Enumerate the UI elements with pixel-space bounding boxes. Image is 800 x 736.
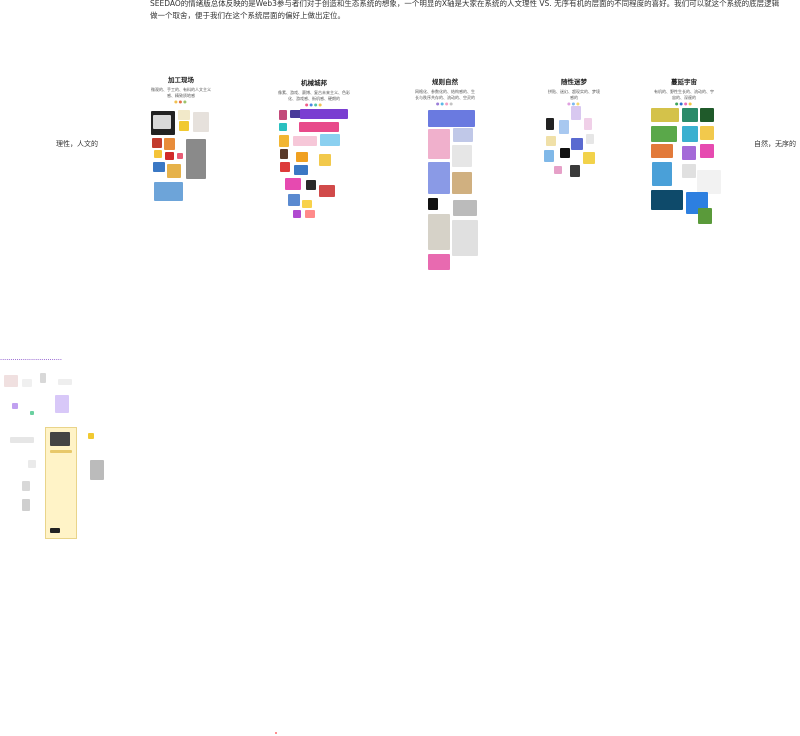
column-title: 随性迷梦 (561, 78, 587, 86)
moodboard-column-rule-nature[interactable]: 规则自然 网格化、参数化的、结构感的、生长与秩序共存的、流动的、空灵的 ●●●● (414, 76, 476, 106)
palette-dot: ● (675, 101, 680, 106)
column-title: 机械城邦 (301, 79, 327, 87)
palette-dots: ●●●● (274, 102, 354, 107)
palette-dot: ● (684, 101, 689, 106)
column-description: 网格化、参数化的、结构感的、生长与秩序共存的、流动的、空灵的 (415, 89, 475, 100)
palette-dot: ● (571, 101, 577, 106)
palette-dot: ● (305, 102, 310, 107)
column-title: 规则自然 (432, 78, 458, 86)
moodboard-column-sprawling-universe[interactable]: 蔓延宇宙 有机的、野性生长的、流动的、宇宙的、深邃的 ●●●● (652, 76, 716, 106)
palette-dot: ● (436, 101, 441, 106)
column-description: 像素、游戏、赛博、复古未来主义、色彩化、游戏感、街机感、硬朗的 (278, 90, 350, 101)
intro-text: SEEDAO的情绪版总体反映的是Web3参与者们对于创造和生态系统的想象，一个明… (150, 0, 780, 20)
column-title: 蔓延宇宙 (671, 78, 697, 86)
moodboard-column-crafted[interactable]: 加工现场 微观的、手工的、有料的人文主义感、精致质地感 ●●● (148, 74, 214, 104)
column-description: 微观的、手工的、有料的人文主义感、精致质地感 (151, 87, 211, 98)
palette-dot: ● (576, 101, 581, 106)
column-title: 加工现场 (168, 76, 194, 84)
palette-dot: ● (314, 102, 319, 107)
palette-dot: ● (440, 101, 445, 106)
axis-left-label: 理性，人文的 (56, 140, 98, 148)
palette-dots: ●●● (148, 99, 214, 104)
moodboard-column-mech-city[interactable]: 机械城邦 像素、游戏、赛博、复古未来主义、色彩化、游戏感、街机感、硬朗的 ●●●… (274, 77, 354, 107)
palette-dot: ● (679, 101, 684, 106)
palette-dot: ● (309, 102, 314, 107)
mini-board-link[interactable]: •••••••••••••••••••••••••••••• (0, 358, 62, 362)
palette-dot: ● (567, 101, 572, 106)
mini-board (0, 365, 110, 540)
moodboard-column-dreamy[interactable]: 随性迷梦 拼贴、迷幻、超现实的、梦境感的 ●●● (546, 76, 602, 106)
mini-highlight-panel (45, 427, 77, 539)
palette-dot: ● (445, 101, 450, 106)
palette-dot: ● (449, 101, 454, 106)
column-description: 拼贴、迷幻、超现实的、梦境感的 (548, 89, 600, 100)
palette-dot: ● (174, 99, 179, 104)
cursor-dot (275, 732, 277, 734)
axis-right-label: 自然，无序的 (754, 140, 796, 148)
palette-dot: ● (318, 102, 323, 107)
palette-dots: ●●●● (652, 101, 716, 106)
palette-dots: ●●● (546, 101, 602, 106)
palette-dot: ● (183, 99, 188, 104)
palette-dot: ● (178, 99, 184, 104)
column-description: 有机的、野性生长的、流动的、宇宙的、深邃的 (654, 89, 714, 100)
palette-dot: ● (688, 101, 693, 106)
palette-dots: ●●●● (414, 101, 476, 106)
